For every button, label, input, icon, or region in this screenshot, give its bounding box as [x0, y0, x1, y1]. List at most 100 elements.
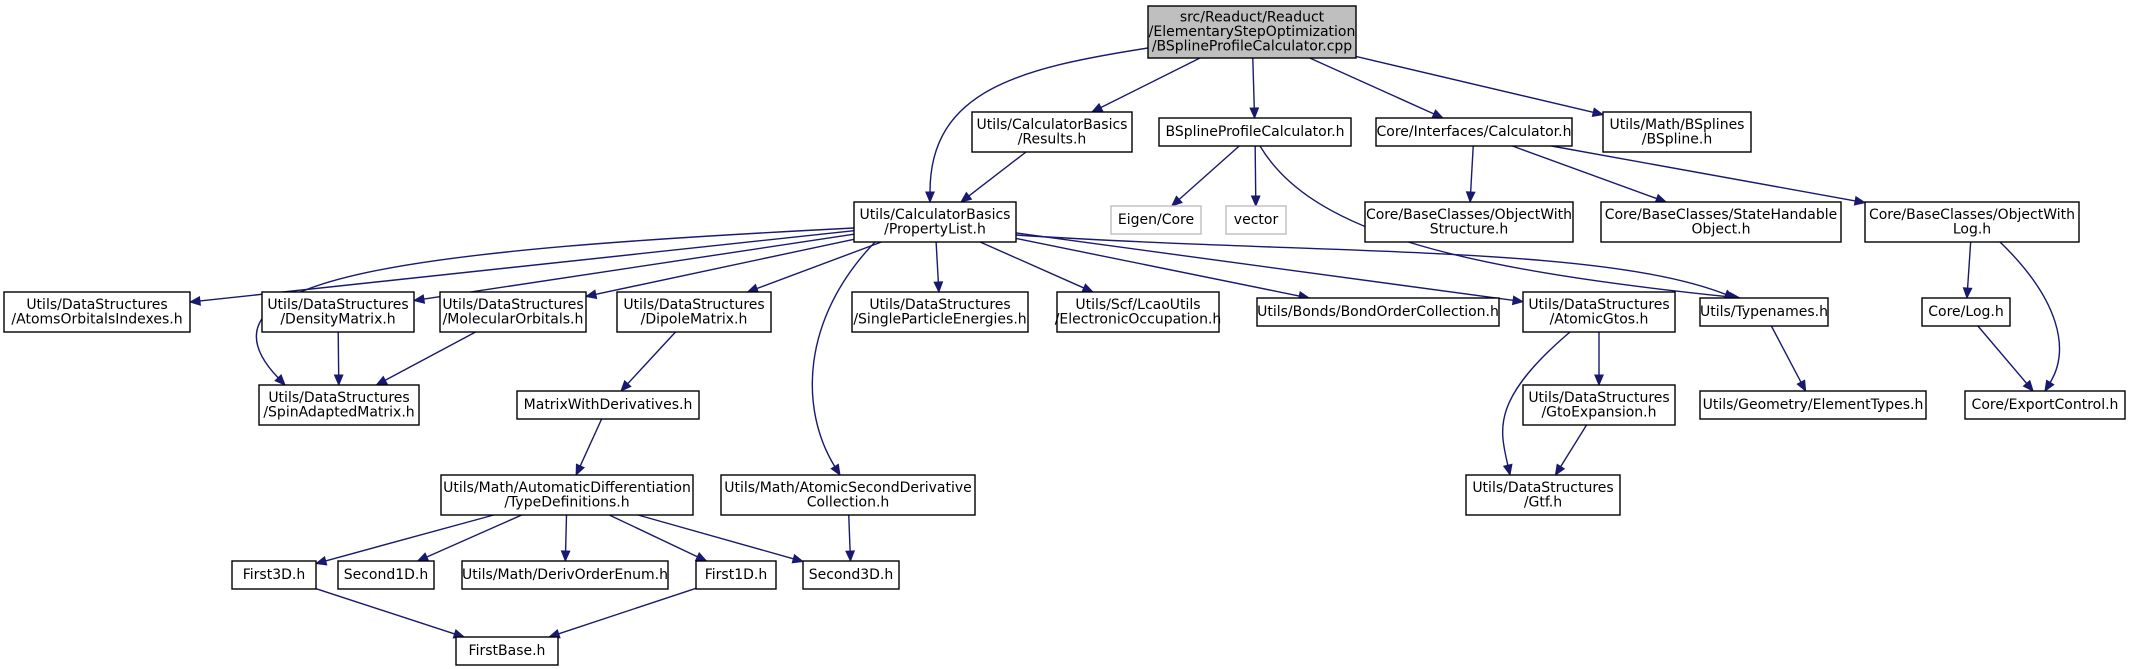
- node-label-line: Core/ExportControl.h: [1972, 397, 2119, 413]
- node-box: [802, 560, 900, 590]
- file-node-exportctl[interactable]: Core/ExportControl.h: [1964, 390, 2126, 420]
- node-label-line: Utils/DataStructures: [442, 297, 583, 313]
- edge-proplist-to-spe: [933, 241, 944, 294]
- edge-proplist-to-density: [412, 233, 855, 304]
- edge-line: [423, 233, 855, 300]
- edge-line: [811, 241, 876, 467]
- edge-proplist-to-elocc: [979, 241, 1095, 293]
- file-node-calculator[interactable]: Core/Interfaces/Calculator.h: [1375, 117, 1573, 147]
- edge-density-to-spinadapted: [333, 331, 344, 387]
- edge-line: [595, 238, 855, 296]
- file-node-elocc[interactable]: Utils/Scf/LcaoUtils/ElectronicOccupation…: [1055, 291, 1222, 333]
- edge-line: [1100, 57, 1201, 109]
- edge-root-to-proplist: [925, 47, 1149, 204]
- node-label-line: vector: [1234, 212, 1279, 228]
- node-label-line: Second1D.h: [344, 567, 429, 583]
- file-node-dipole[interactable]: Utils/DataStructures/DipoleMatrix.h: [616, 291, 772, 333]
- file-node-derivorder[interactable]: Utils/Math/DerivOrderEnum.h: [461, 560, 669, 590]
- node-box: [1465, 474, 1621, 516]
- file-node-firstbase[interactable]: FirstBase.h: [455, 636, 559, 666]
- file-node-typedefs[interactable]: Utils/Math/AutomaticDifferentiation/Type…: [440, 474, 694, 516]
- node-label-line: /Gtf.h: [1524, 494, 1562, 510]
- node-label-line: /BSpline.h: [1642, 131, 1712, 147]
- arrowhead: [933, 281, 944, 294]
- file-node-second3d[interactable]: Second3D.h: [802, 560, 900, 590]
- arrowhead: [333, 374, 344, 387]
- arrowhead: [1090, 102, 1104, 113]
- node-label-line: Core/BaseClasses/ObjectWith: [1869, 207, 2075, 223]
- node-box: [439, 291, 587, 333]
- arrowhead: [2022, 379, 2034, 392]
- node-box: [1158, 117, 1352, 147]
- arrowhead: [412, 294, 426, 304]
- edge-root-to-bspline: [1355, 55, 1605, 118]
- node-label-line: Utils/Math/AtomicSecondDerivative: [724, 480, 972, 496]
- file-node-spe[interactable]: Utils/DataStructures/SingleParticleEnerg…: [851, 291, 1029, 333]
- file-node-second1d[interactable]: Second1D.h: [337, 560, 435, 590]
- node-label-line: First1D.h: [705, 567, 767, 583]
- file-node-corelog[interactable]: Core/Log.h: [1921, 297, 2011, 327]
- file-node-vector[interactable]: vector: [1225, 205, 1287, 235]
- file-node-root[interactable]: src/Readuct/Readuct/ElementaryStepOptimi…: [1147, 5, 1357, 59]
- edge-molorb-to-spinadapted: [375, 331, 476, 386]
- node-label-line: Collection.h: [807, 494, 890, 510]
- file-node-first1d[interactable]: First1D.h: [695, 560, 777, 590]
- node-box: [516, 390, 700, 420]
- arrowhead: [1853, 195, 1867, 206]
- edge-calculator-to-statehand: [1512, 145, 1668, 204]
- node-box: [1375, 117, 1573, 147]
- arrowhead: [1796, 379, 1807, 393]
- node-box: [1600, 201, 1842, 243]
- file-node-molorb[interactable]: Utils/DataStructures/MolecularOrbitals.h: [439, 291, 587, 333]
- dependency-edges: [188, 47, 2061, 639]
- arrowhead: [416, 552, 430, 562]
- file-node-asdc[interactable]: Utils/Math/AtomicSecondDerivativeCollect…: [720, 474, 976, 516]
- edge-owlog-to-exportctl: [1999, 241, 2061, 393]
- node-box: [616, 291, 772, 333]
- edge-line: [325, 514, 494, 562]
- node-box: [455, 636, 559, 666]
- node-label-line: Second3D.h: [809, 567, 894, 583]
- arrowhead: [575, 463, 585, 477]
- edge-proplist-to-molorb: [584, 238, 855, 300]
- node-label-line: Utils/DataStructures: [869, 297, 1010, 313]
- file-node-first3d[interactable]: First3D.h: [231, 560, 317, 590]
- file-node-bspc_h[interactable]: BSplineProfileCalculator.h: [1158, 117, 1352, 147]
- node-label-line: /AtomicGtos.h: [1550, 311, 1649, 327]
- edge-line: [756, 241, 882, 290]
- node-box: [1225, 205, 1287, 235]
- file-node-bondorder[interactable]: Utils/Bonds/BondOrderCollection.h: [1256, 297, 1500, 327]
- edge-line: [1502, 331, 1571, 466]
- node-label-line: /DipoleMatrix.h: [641, 311, 748, 327]
- file-node-typenames[interactable]: Utils/Typenames.h: [1699, 297, 1829, 327]
- node-label-line: Core/BaseClasses/ObjectWith: [1366, 207, 1572, 223]
- edge-proplist-to-bondorder: [1015, 237, 1311, 301]
- file-node-eltypes[interactable]: Utils/Geometry/ElementTypes.h: [1699, 390, 1927, 420]
- edge-line: [1178, 145, 1240, 200]
- arrowhead: [1250, 195, 1261, 208]
- node-label-line: Utils/CalculatorBasics: [977, 117, 1128, 133]
- node-label-line: Utils/Typenames.h: [1700, 304, 1828, 320]
- file-node-proplist[interactable]: Utils/CalculatorBasics/PropertyList.h: [853, 201, 1017, 243]
- edge-proplist-to-typenames: [1015, 234, 1737, 299]
- edge-line: [558, 587, 697, 635]
- file-node-bspline[interactable]: Utils/Math/BSplines/BSpline.h: [1602, 111, 1752, 153]
- file-node-gtoexp[interactable]: Utils/DataStructures/GtoExpansion.h: [1522, 384, 1676, 426]
- edge-line: [579, 418, 603, 467]
- node-label-line: Structure.h: [1430, 221, 1508, 237]
- file-node-mwd[interactable]: MatrixWithDerivatives.h: [516, 390, 700, 420]
- file-node-aoidx[interactable]: Utils/DataStructures/AtomsOrbitalsIndexe…: [3, 291, 191, 333]
- file-node-results[interactable]: Utils/CalculatorBasics/Results.h: [971, 111, 1133, 153]
- file-node-eigen[interactable]: Eigen/Core: [1110, 205, 1202, 235]
- file-node-atomicgtos[interactable]: Utils/DataStructures/AtomicGtos.h: [1522, 291, 1676, 333]
- file-node-gtf[interactable]: Utils/DataStructures/Gtf.h: [1465, 474, 1621, 516]
- edge-line: [1355, 55, 1594, 113]
- file-node-density[interactable]: Utils/DataStructures/DensityMatrix.h: [261, 291, 415, 333]
- file-node-spinadapted[interactable]: Utils/DataStructures/SpinAdaptedMatrix.h: [258, 384, 420, 426]
- node-box: [337, 560, 435, 590]
- edge-line: [1966, 241, 1972, 289]
- node-box: [1056, 291, 1220, 333]
